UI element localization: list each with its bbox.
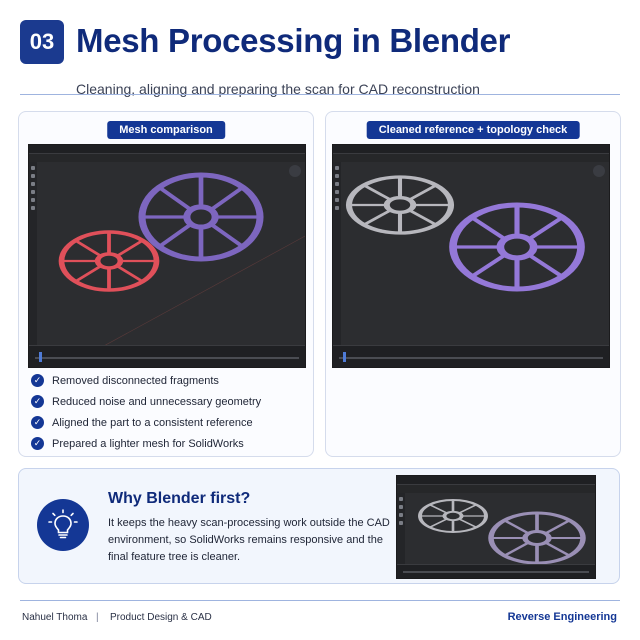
header-divider <box>20 94 620 95</box>
cleaned-reference-label: Cleaned reference + topology check <box>366 121 580 139</box>
footer-divider <box>20 600 620 601</box>
blender-viewport-preview <box>396 475 596 579</box>
timeline-scrubber <box>343 352 346 362</box>
checklist-item: ✓ Reduced noise and unnecessary geometry <box>31 391 311 412</box>
navigation-gizmo-icon <box>289 165 301 177</box>
processing-checklist: ✓ Removed disconnected fragments ✓ Reduc… <box>31 370 311 454</box>
page-header: 03 Mesh Processing in Blender Cleaning, … <box>20 20 620 97</box>
checklist-item-text: Aligned the part to a consistent referen… <box>52 416 253 429</box>
topology-mesh-render <box>333 145 610 368</box>
viewport-header-bar <box>397 485 595 493</box>
check-circle-icon: ✓ <box>31 416 44 429</box>
timeline-scrubber <box>39 352 42 362</box>
viewport-menu-bar <box>29 145 305 154</box>
cleaned-reference-card: Cleaned reference + topology check <box>325 111 621 457</box>
footer-role: Product Design & CAD <box>110 612 212 623</box>
check-circle-icon: ✓ <box>31 437 44 450</box>
why-blender-panel: Why Blender first? It keeps the heavy sc… <box>18 468 620 584</box>
section-number-badge: 03 <box>20 20 64 64</box>
footer-author: Nahuel Thoma <box>22 612 88 623</box>
checklist-item: ✓ Aligned the part to a consistent refer… <box>31 412 311 433</box>
viewport-header-bar <box>29 154 305 162</box>
page-subtitle: Cleaning, aligning and preparing the sca… <box>76 81 480 97</box>
blender-viewport-comparison <box>28 144 306 368</box>
checklist-item-text: Removed disconnected fragments <box>52 374 219 387</box>
preview-purple-mesh <box>491 513 583 563</box>
mesh-comparison-card: Mesh comparison <box>18 111 314 457</box>
checklist-item: ✓ Removed disconnected fragments <box>31 370 311 391</box>
footer-topic: Reverse Engineering <box>507 611 617 623</box>
viewport-timeline <box>333 345 609 367</box>
comparison-mesh-render <box>29 145 305 366</box>
viewport-toolbar <box>29 162 37 345</box>
navigation-gizmo-icon <box>593 165 605 177</box>
viewport-menu-bar <box>333 145 609 154</box>
preview-gray-mesh <box>418 498 488 534</box>
checklist-item-text: Reduced noise and unnecessary geometry <box>52 395 262 408</box>
viewport-timeline <box>397 564 595 578</box>
check-circle-icon: ✓ <box>31 395 44 408</box>
checklist-item-text: Prepared a lighter mesh for SolidWorks <box>52 437 244 450</box>
viewport-toolbar <box>333 162 341 345</box>
checklist-item: ✓ Prepared a lighter mesh for SolidWorks <box>31 433 311 454</box>
why-blender-body: It keeps the heavy scan-processing work … <box>108 517 390 563</box>
viewport-menu-bar <box>397 476 595 485</box>
mesh-comparison-label: Mesh comparison <box>107 121 225 139</box>
viewport-timeline <box>29 345 305 367</box>
cleaned-gray-mesh <box>349 177 451 233</box>
page-title: Mesh Processing in Blender <box>76 22 511 59</box>
why-blender-title: Why Blender first? <box>108 490 251 507</box>
red-scan-mesh <box>61 232 156 290</box>
footer-separator: | <box>96 612 99 623</box>
purple-reference-mesh <box>142 175 260 259</box>
viewport-toolbar <box>397 493 405 564</box>
viewport-header-bar <box>333 154 609 162</box>
page-footer: Nahuel Thoma | Product Design & CAD Reve… <box>20 610 620 626</box>
lightbulb-icon <box>37 499 89 551</box>
check-circle-icon: ✓ <box>31 374 44 387</box>
topology-purple-mesh <box>453 205 581 289</box>
blender-viewport-topology <box>332 144 610 368</box>
